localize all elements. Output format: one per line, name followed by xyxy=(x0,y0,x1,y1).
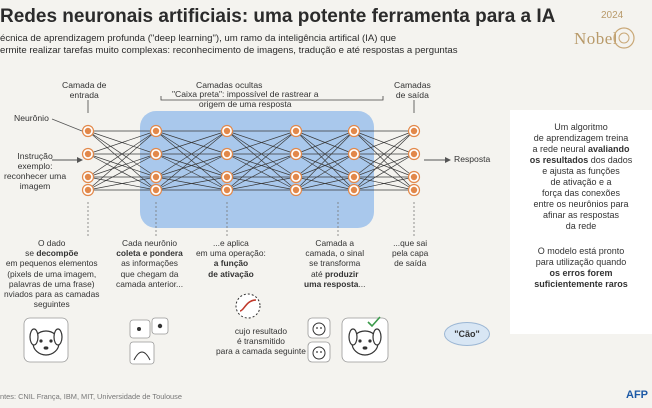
neuron-core xyxy=(223,127,231,135)
hidden-layers-bracket xyxy=(160,96,384,101)
neuron-connection xyxy=(155,176,228,191)
step5-caption: ...que sai pela capa de saída xyxy=(392,238,429,269)
neuron-core xyxy=(292,150,300,158)
neuron-core xyxy=(292,127,300,135)
neuron-connection xyxy=(295,130,355,178)
neuron-core xyxy=(152,150,160,158)
checkmark-icon xyxy=(367,316,381,328)
neuron-connection xyxy=(155,130,228,178)
neuron-connection xyxy=(226,176,297,191)
side-panel-training-text: Um algoritmo de aprendizagem treina a re… xyxy=(529,122,633,231)
side-panel-ready-text: O modelo está pronto para utilização qua… xyxy=(534,246,628,289)
neuron-connection xyxy=(87,153,157,178)
hidden-layers-label: Camadas ocultas xyxy=(196,80,263,90)
neuron-connection xyxy=(155,130,228,191)
neuron-connection xyxy=(226,153,297,191)
neuron-connection xyxy=(295,130,355,191)
black-box-label: "Caixa preta": impossível de rastrear a … xyxy=(172,89,319,109)
step1-caption: O dado se decompõe em pequenos elementos… xyxy=(4,238,100,310)
neuron-connection xyxy=(295,153,355,191)
step3-caption: ...e aplica em uma operação: a função de… xyxy=(196,238,266,279)
neuron-core xyxy=(152,173,160,181)
neuron-pointer-line xyxy=(51,118,83,132)
neuron-core xyxy=(84,127,92,135)
agency-logo: AFP xyxy=(626,389,648,401)
neuron-core xyxy=(152,186,160,194)
neuron-core xyxy=(84,173,92,181)
page-title: Redes neuronais artificiais: uma potente… xyxy=(0,6,556,27)
activation-function-icon xyxy=(235,293,261,319)
neuron-core xyxy=(350,173,358,181)
neuron-core xyxy=(350,186,358,194)
neuron-connection xyxy=(87,176,157,191)
neuron-connection xyxy=(155,130,228,155)
neuron-connection xyxy=(87,153,157,191)
neuron-connection xyxy=(226,130,297,155)
neuron-connection xyxy=(353,130,415,155)
subtitle-line-1: écnica de aprendizagem profunda ("deep l… xyxy=(0,33,397,44)
neuron-connection xyxy=(353,153,415,178)
neuron-connections xyxy=(87,130,415,191)
dog-output-icon xyxy=(341,317,389,363)
neuron-core xyxy=(152,127,160,135)
neuron-core xyxy=(223,173,231,181)
neuron-core xyxy=(410,150,418,158)
step3-result-caption: cujo resultado é transmitido para a cama… xyxy=(216,326,306,357)
neuron-core xyxy=(292,173,300,181)
neuron-label: Neurônio xyxy=(14,113,49,123)
subtitle-line-2: ermite realizar tarefas muito complexas:… xyxy=(0,44,458,56)
neuron-connection xyxy=(226,130,297,191)
pixel-pieces-icon xyxy=(129,317,169,365)
step2-caption: Cada neurônio coleta e pondera as inform… xyxy=(116,238,184,289)
neuron-core xyxy=(84,186,92,194)
nobel-wordmark: Nobel xyxy=(574,29,619,48)
answer-bubble: "Cão" xyxy=(444,322,490,346)
neuron-connection xyxy=(87,130,157,191)
neuron-core xyxy=(292,186,300,194)
neuron-connection xyxy=(353,176,415,191)
dog-variants-icon xyxy=(307,317,331,363)
dog-input-icon xyxy=(23,317,69,363)
neuron-connection xyxy=(353,130,415,178)
neuron-core xyxy=(84,150,92,158)
neuron-connection xyxy=(226,130,297,178)
neuron-core xyxy=(410,127,418,135)
neuron-grid xyxy=(81,124,421,197)
input-layer-label: Camada de entrada xyxy=(62,80,107,100)
neuron-core xyxy=(410,186,418,194)
instruction-label: Instrução exemplo: reconhecer uma imagem xyxy=(4,151,67,191)
sources-footer: ntes: CNIL França, IBM, MIT, Universidad… xyxy=(0,392,182,401)
neuron-core xyxy=(223,186,231,194)
neuron-connection xyxy=(87,130,157,178)
neuron-core xyxy=(350,127,358,135)
step4-caption: Camada a camada, o sinal se transforma a… xyxy=(304,238,366,289)
nobel-year: 2024 xyxy=(601,10,624,21)
neuron-connection xyxy=(295,176,355,191)
nobel-medal-icon xyxy=(613,27,635,49)
neuron-core xyxy=(410,173,418,181)
response-label: Resposta xyxy=(454,154,491,164)
neuron-connection xyxy=(295,153,355,178)
neuron-core xyxy=(350,150,358,158)
neuron-connection xyxy=(226,153,297,178)
output-layer-label: Camadas de saída xyxy=(394,80,431,100)
neuron-connection xyxy=(353,153,415,191)
neuron-connection xyxy=(155,153,228,191)
neuron-connection xyxy=(295,130,355,155)
subtitle: écnica de aprendizagem profunda ("deep l… xyxy=(0,33,458,56)
neuron-connection xyxy=(353,130,415,191)
neuron-connection xyxy=(155,153,228,178)
side-panel: Um algoritmo de aprendizagem treina a re… xyxy=(510,110,652,334)
neuron-connection xyxy=(87,130,157,155)
neuron-core xyxy=(223,150,231,158)
